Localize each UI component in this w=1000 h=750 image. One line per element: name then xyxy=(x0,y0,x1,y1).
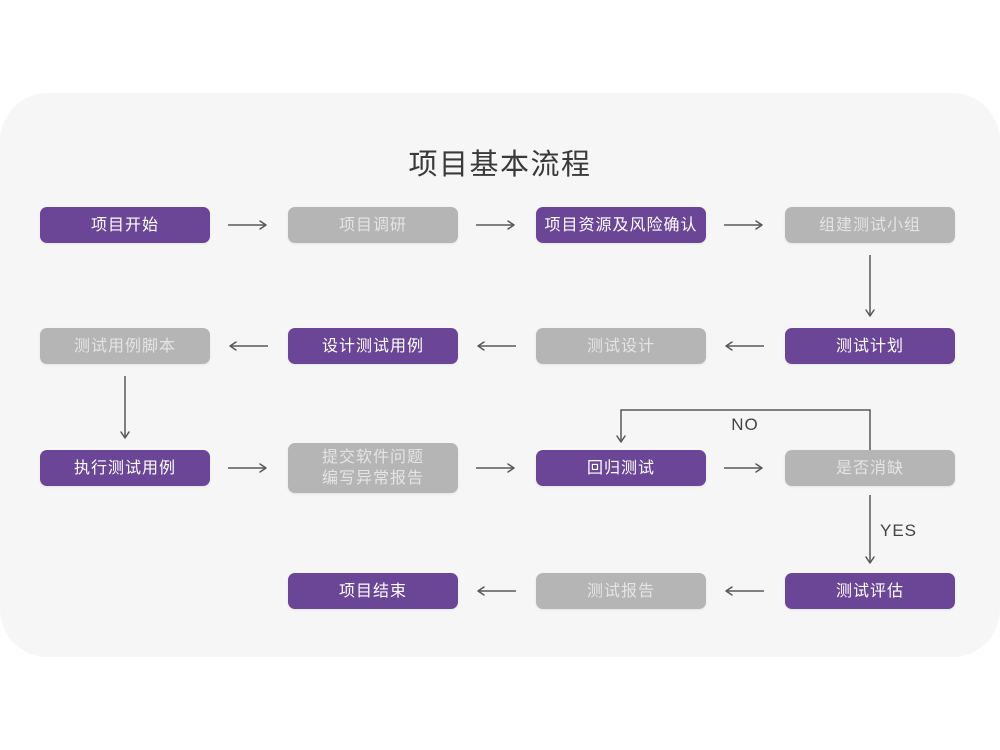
node-regression-test: 回归测试 xyxy=(536,450,706,486)
node-defect-cleared-check: 是否消缺 xyxy=(785,450,955,486)
node-label: 是否消缺 xyxy=(835,459,904,477)
node-submit-issues-report: 提交软件问题 编写异常报告 xyxy=(288,443,458,493)
node-label: 测试报告 xyxy=(586,582,655,600)
node-label: 测试计划 xyxy=(835,337,904,355)
node-label: 组建测试小组 xyxy=(818,216,921,234)
node-label: 测试用例脚本 xyxy=(73,337,176,355)
node-resource-risk-confirm: 项目资源及风险确认 xyxy=(536,207,706,243)
node-project-start: 项目开始 xyxy=(40,207,210,243)
node-label: 测试评估 xyxy=(835,582,904,600)
node-test-evaluation: 测试评估 xyxy=(785,573,955,609)
edge-label-yes: YES xyxy=(880,521,918,540)
node-project-research: 项目调研 xyxy=(288,207,458,243)
node-test-report: 测试报告 xyxy=(536,573,706,609)
edge-label-no: NO xyxy=(731,415,759,434)
node-execute-test-cases: 执行测试用例 xyxy=(40,450,210,486)
node-test-plan: 测试计划 xyxy=(785,328,955,364)
node-test-case-script: 测试用例脚本 xyxy=(40,328,210,364)
node-label: 设计测试用例 xyxy=(321,337,424,355)
node-label: 项目结束 xyxy=(338,582,407,600)
node-label: 项目开始 xyxy=(90,216,159,234)
flowchart-card xyxy=(0,93,1000,657)
node-label: 项目资源及风险确认 xyxy=(544,216,698,234)
node-design-test-cases: 设计测试用例 xyxy=(288,328,458,364)
node-label: 回归测试 xyxy=(586,459,655,477)
node-label: 项目调研 xyxy=(338,216,407,234)
node-label: 提交软件问题 编写异常报告 xyxy=(321,449,424,487)
node-build-test-team: 组建测试小组 xyxy=(785,207,955,243)
node-label: 执行测试用例 xyxy=(73,459,176,477)
node-project-end: 项目结束 xyxy=(288,573,458,609)
node-test-design: 测试设计 xyxy=(536,328,706,364)
page-title: 项目基本流程 xyxy=(408,149,592,181)
node-label: 测试设计 xyxy=(586,337,655,355)
